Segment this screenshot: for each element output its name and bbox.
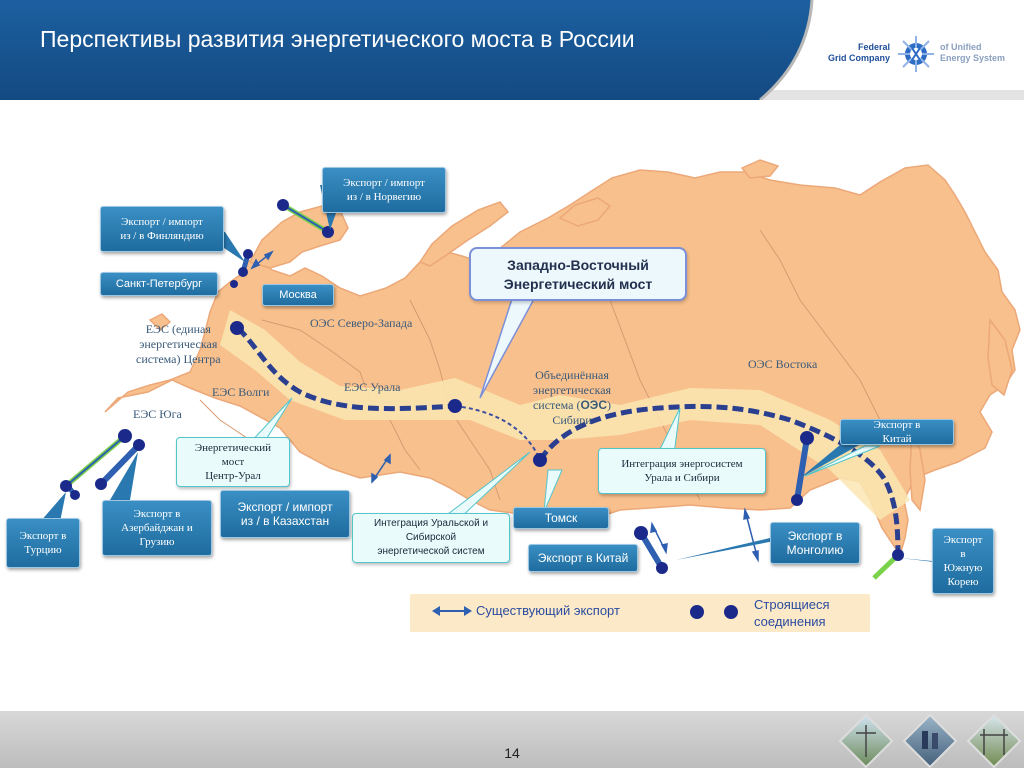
logo-text-energy-system: Energy System [940,53,1006,63]
novaya-zemlya [418,201,510,267]
engineers-photo-icon [902,713,958,768]
callout-finland: Экспорт / импорт из / в Финляндию [100,206,224,252]
callout-ural-siberia-energy-integration: Интеграция энергосистем Урала и Сибири [598,448,766,494]
callout-turkey-line2: Турцию [24,544,62,556]
legend-construction-dots-icon [690,605,738,619]
legend-existing-export: Существующий экспорт [476,603,620,618]
label-ees-center: ЕЭС (единая энергетическая система) Цент… [136,322,221,367]
power-line-photo-icon [838,713,894,768]
label-oes-siberia-line1: Объединённая [535,368,609,382]
label-oes-siberia-line3: система (ОЭС) [512,398,632,413]
severnaya-zemlya [558,197,612,227]
logo-text-of-unified: of Unified [940,42,982,52]
substation-photo-icon [966,713,1022,768]
callout-azerbaijan-line3: Грузию [139,536,175,548]
legend-under-construction-line1: Строящиеся [754,597,830,612]
callout-tomsk: Томск [513,507,609,529]
logo-star-icon [898,36,934,72]
slide-footer [0,711,1024,768]
callout-korea-line2: в [960,548,966,560]
label-ees-center-line3: система) Центра [136,352,221,366]
callout-kazakhstan-line2: из / в Казахстан [240,514,330,528]
callout-china-east-line1: Экспорт в [873,419,921,431]
footer-photo-thumbnails [838,713,1022,768]
russia-landmass [104,164,1021,557]
callout-mongolia-line2: Монголию [786,543,844,557]
company-logo: Federal Grid Company of Unified Energy S… [828,30,1016,76]
slide-header: Перспективы развития энергетического мос… [0,0,1024,100]
callout-center-ural-line1: Энергетический [194,442,272,454]
callout-korea-line4: Корею [947,576,979,588]
callout-turkey: Экспорт в Турцию [6,518,80,568]
callout-moscow: Москва [262,284,334,306]
sakhalin [909,429,926,512]
callout-ural-siberia-integration-line2: Сибирской [405,532,457,543]
callout-ural-siberia-integration-line3: энергетической систем [377,546,485,557]
callout-center-ural-bridge: Энергетический мост Центр-Урал [176,437,290,487]
label-oes-east: ОЭС Востока [748,357,818,371]
legend-existing-arrow-icon [432,606,472,616]
callout-ural-siberia-integration-line1: Интеграция Уральской и [373,518,489,529]
kola-peninsula [248,205,349,269]
page-number: 14 [504,745,520,761]
label-oes-siberia-line2: энергетическая [532,383,612,397]
label-ees-volga: ЕЭС Волги [212,385,270,399]
energy-bridge-line [236,326,456,412]
kaliningrad [148,313,172,332]
label-oes-siberia-abbr: ОЭС [580,398,608,412]
connection-dots [60,199,904,574]
callout-ural-siberia-integration: Интеграция Уральской и Сибирской энергет… [352,513,510,563]
energy-bridge-line-east [537,403,901,556]
callout-norway: Экспорт / импорт из / в Норвегию [322,167,446,213]
callout-china-east: Экспорт в Китай [840,419,954,445]
callout-finland-line2: из / в Финляндию [120,230,204,242]
label-oes-siberia: Объединённая энергетическая система (ОЭС… [512,368,632,428]
callout-turkey-line1: Экспорт в [19,530,67,542]
map-legend: Существующий экспорт Строящиеся соединен… [410,594,870,632]
energy-bridge-line-siberia [454,405,541,461]
callout-energy-bridge-line1: Западно-Восточный [507,257,649,273]
callout-korea-line3: Южную [943,562,983,574]
label-ees-center-line1: ЕЭС (единая [145,322,211,336]
callout-kazakhstan: Экспорт / импорт из / в Казахстан [220,490,350,538]
callout-kazakhstan-line1: Экспорт / импорт [237,500,333,514]
callout-azerbaijan-georgia: Экспорт в Азербайджан и Грузию [102,500,212,556]
label-oes-siberia-part1: система ( [532,398,581,412]
label-ees-ural: ЕЭС Урала [344,380,401,394]
label-ees-south: ЕЭС Юга [133,407,182,421]
label-ees-center-line2: энергетическая [139,337,218,351]
logo-text-federal: Federal [857,42,890,52]
callout-center-ural-line3: Центр-Урал [205,470,261,482]
callout-mongolia: Экспорт в Монголию [770,522,860,564]
logo-text-grid-company: Grid Company [827,53,890,63]
header-background [0,0,1024,100]
callout-integration-line2: Урала и Сибири [644,472,720,484]
legend-under-construction-line2: соединения [754,614,826,629]
callout-azerbaijan-line2: Азербайджан и [121,522,193,534]
callout-saint-petersburg: Санкт-Петербург [100,272,218,296]
callout-energy-bridge-line2: Энергетический мост [503,276,653,292]
callout-finland-line1: Экспорт / импорт [121,216,203,228]
callout-integration-line1: Интеграция энергосистем [621,458,743,470]
callout-energy-bridge: Западно-Восточный Энергетический мост [469,247,687,301]
callout-center-ural-line2: мост [221,456,245,468]
label-oes-siberia-line4: Сибири [552,413,592,427]
callout-mongolia-line1: Экспорт в [787,529,843,543]
kamchatka [987,317,1013,397]
callout-azerbaijan-line1: Экспорт в [133,508,181,520]
label-oes-siberia-part2: ) [607,398,612,412]
callout-norway-line1: Экспорт / импорт [343,177,425,189]
energy-corridor-band [220,310,910,520]
callout-korea-line1: Экспорт [943,534,983,546]
page-title: Перспективы развития энергетического мос… [40,26,635,52]
new-siberian-islands [740,159,780,179]
callout-south-korea: Экспорт в Южную Корею [932,528,994,594]
callout-china-mid: Экспорт в Китай [528,544,638,572]
callout-norway-line2: из / в Норвегию [346,191,422,203]
callout-china-east-line2: Китай [882,433,912,445]
existing-export-arrows [250,250,759,563]
label-oes-northwest: ОЭС Северо-Запада [310,316,413,330]
